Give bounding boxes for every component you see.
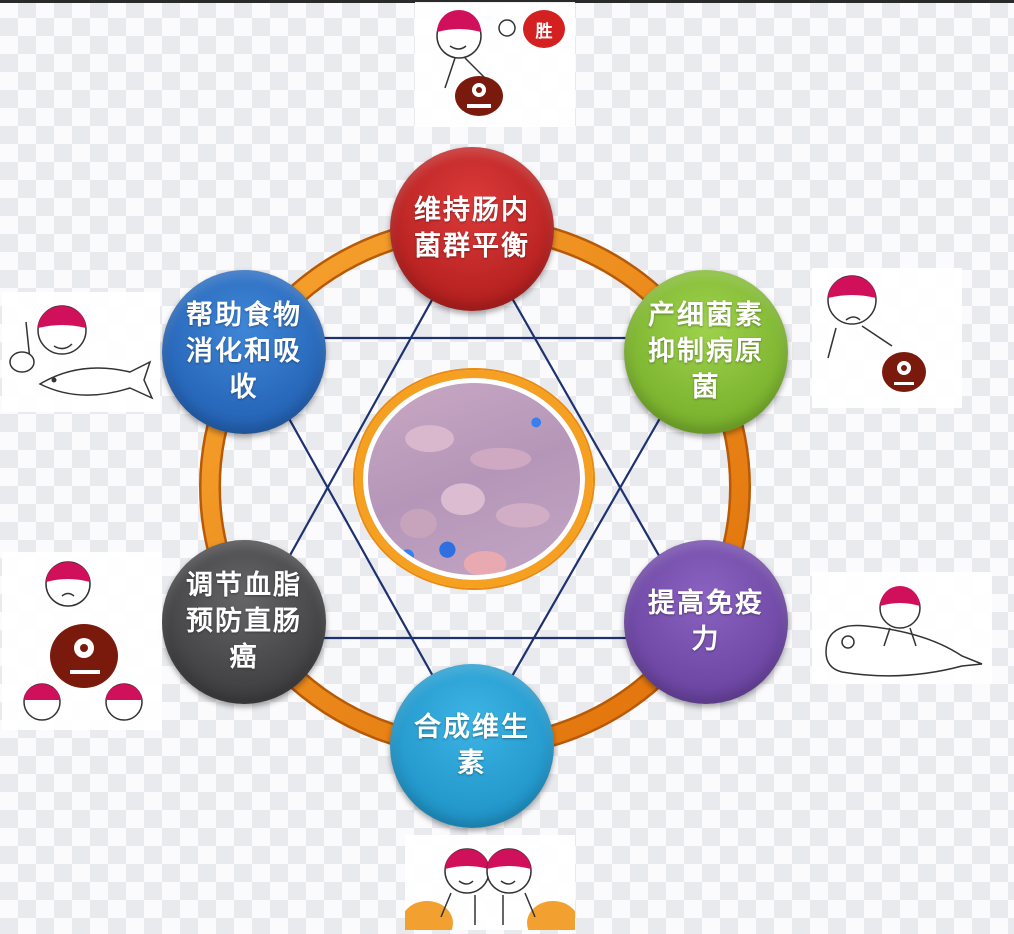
cartoon-stomp-germ [2,552,162,730]
victory-badge: 胜 [523,10,565,48]
cartoon-kick-germ-figure [827,275,926,392]
cartoon-victory-figure [436,10,516,116]
intestine-illustration [355,370,593,588]
top-border [0,0,1014,3]
cartoon-stomp-germ-figure [23,561,143,721]
node-label: 产细菌素 抑制病原 菌 [648,300,764,403]
cartoon-victory: 胜 [415,2,575,127]
cartoon-fish [2,292,160,412]
node-label: 调节血脂 预防直肠 癌 [186,570,302,673]
node-blood-lipid: 调节血脂 预防直肠 癌 [162,540,326,704]
node-vitamin-synthesis: 合成维生 素 [390,664,554,828]
cartoon-seal-figure [825,586,983,677]
hexagram-lines [242,225,708,749]
node-immunity: 提高免疫 力 [624,540,788,704]
cartoon-seal [812,572,992,684]
node-label: 提高免疫 力 [648,588,764,655]
node-label: 维持肠内 菌群平衡 [414,195,530,262]
cartoon-kick-germ [812,268,962,408]
node-label: 合成维生 素 [414,712,530,779]
node-label: 帮助食物 消化和吸 收 [186,300,302,403]
node-bacteriocin: 产细菌素 抑制病原 菌 [624,270,788,434]
cartoon-twins [401,835,579,934]
node-digestion: 帮助食物 消化和吸 收 [162,270,326,434]
cartoon-fish-figure [9,305,154,400]
node-gut-flora-balance: 维持肠内 菌群平衡 [390,147,554,311]
cartoon-twins-figure [401,848,579,934]
